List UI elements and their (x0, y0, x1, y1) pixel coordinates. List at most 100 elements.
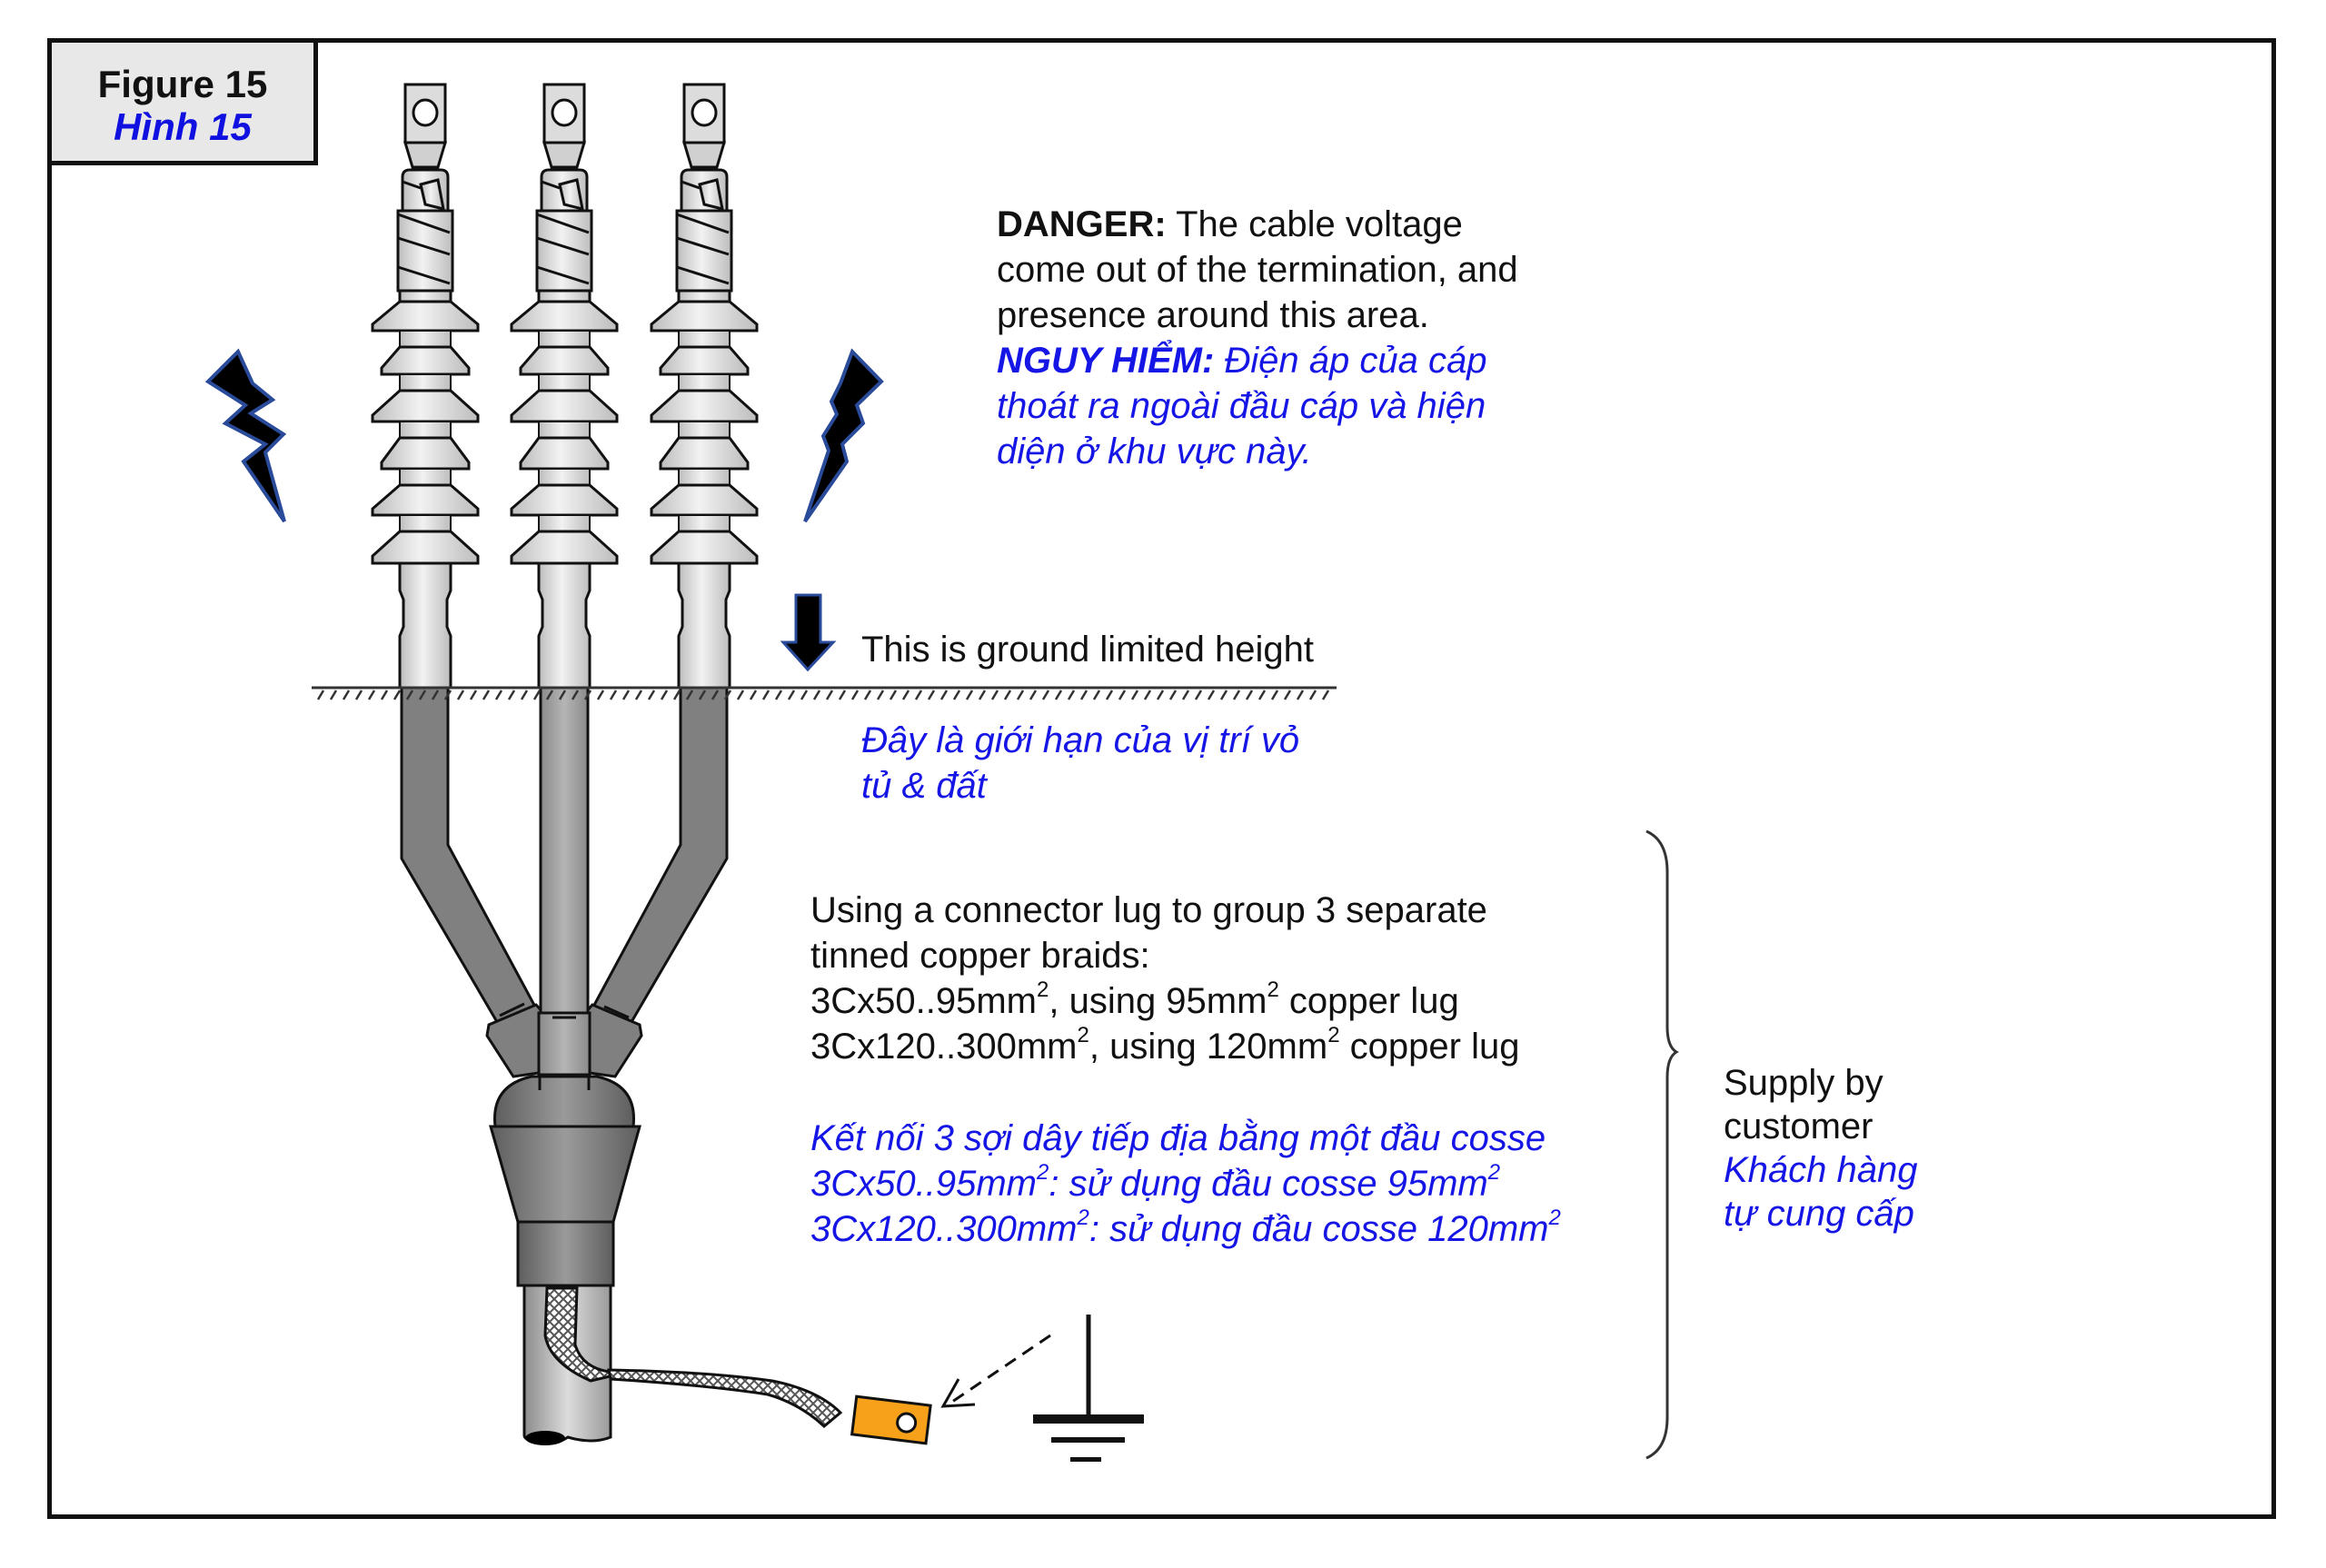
ground-hatch-mark (1283, 690, 1292, 700)
ground-hatch-mark (354, 690, 363, 700)
earth-braid-tail (607, 1368, 843, 1428)
supply-line: Supply by (1724, 1063, 1884, 1103)
ground-hatch-mark (596, 690, 605, 700)
phase-termination-middle (510, 83, 619, 690)
ground-hatch-mark (494, 690, 503, 700)
ground-hatch-mark (736, 690, 745, 700)
connector-note: Using a connector lug to group 3 separat… (810, 888, 1519, 1069)
ground-hatch-mark (507, 690, 516, 700)
ground-hatch-mark (761, 690, 770, 700)
ground-hatch-mark (1156, 690, 1165, 700)
danger-line-vi: diện ở khu vực này. (997, 432, 1312, 471)
connector-line: tinned copper braids: (810, 936, 1150, 976)
ground-hatch-mark (812, 690, 821, 700)
ground-hatch-mark (749, 690, 758, 700)
supply-line-vi: tự cung cấp (1724, 1194, 1914, 1234)
ground-hatch-mark (431, 690, 440, 700)
ground-hatch-mark (1143, 690, 1152, 700)
breakout-boot (489, 1075, 641, 1287)
ground-hatch-mark (990, 690, 999, 700)
ground-hatch-mark (532, 690, 542, 700)
ground-limit-text: This is ground limited height (861, 630, 1315, 670)
ground-hatch-mark (469, 690, 478, 700)
ground-hatch-mark (838, 690, 847, 700)
ground-hatch-mark (965, 690, 974, 700)
phase-termination-left (371, 83, 480, 690)
ground-hatch-mark (863, 690, 872, 700)
ground-hatch-mark (914, 690, 923, 700)
ground-hatch-mark (889, 690, 898, 700)
ground-hatch-mark (1029, 690, 1038, 700)
connector-spec-1: 3Cx50..95mm2, using 95mm2 copper lug (810, 977, 1459, 1021)
ground-hatch-mark (1003, 690, 1012, 700)
ground-hatch-mark (711, 690, 720, 700)
ground-hatch-mark (393, 690, 402, 700)
ground-hatch-mark (418, 690, 427, 700)
danger-line: presence around this area. (997, 295, 1429, 335)
ground-hatch-mark (405, 690, 414, 700)
ground-hatch-mark (456, 690, 465, 700)
ground-hatch-mark (545, 690, 554, 700)
ground-hatch-mark (1130, 690, 1139, 700)
danger-line-vi: thoát ra ngoài đầu cáp và hiện (997, 386, 1486, 426)
ground-hatch-mark (787, 690, 796, 700)
danger-title-vi: NGUY HIỂM: (997, 341, 1215, 381)
ground-hatch-mark (443, 690, 452, 700)
connector-line: Using a connector lug to group 3 separat… (810, 890, 1487, 930)
ground-hatch-mark (901, 690, 910, 700)
ground-hatch-mark (1270, 690, 1279, 700)
ground-hatch-mark (482, 690, 491, 700)
lightning-bolt-right-icon (803, 348, 884, 523)
ground-hatch-mark (316, 690, 325, 700)
ground-hatch-mark (850, 690, 860, 700)
ground-limit-line-vi: Đây là giới hạn của vị trí vỏ (861, 720, 1300, 760)
connector-note-vi: Kết nối 3 sợi dây tiếp địa bằng một đầu … (810, 1116, 1561, 1252)
connector-spec-1-vi: 3Cx50..95mm2: sử dụng đầu cosse 95mm2 (810, 1159, 1501, 1204)
ground-hatch-mark (1054, 690, 1063, 700)
ground-hatch-mark (825, 690, 834, 700)
danger-line: The cable voltage (1176, 204, 1463, 244)
ground-hatch-mark (329, 690, 338, 700)
ground-hatch-mark (380, 690, 389, 700)
ground-hatch-mark (571, 690, 580, 700)
ground-hatch-mark (1207, 690, 1216, 700)
connector-line-vi: Kết nối 3 sợi dây tiếp địa bằng một đầu … (810, 1118, 1546, 1158)
ground-hatch-mark (1016, 690, 1025, 700)
ground-hatch-mark (583, 690, 592, 700)
danger-line-vi: Điện áp của cáp (1224, 341, 1487, 381)
ground-hatch-mark (1308, 690, 1317, 700)
ground-limit-text-vi: Đây là giới hạn của vị trí vỏ tủ & đất (861, 718, 1299, 809)
ground-hatch-mark (367, 690, 376, 700)
ground-hatch-mark (1168, 690, 1178, 700)
middle-phase-cable (537, 686, 591, 1077)
ground-limit-line (312, 686, 1337, 700)
ground-hatch-mark (1296, 690, 1305, 700)
figure-label-vi: Hình 15 (114, 105, 252, 148)
ground-hatch-mark (1321, 690, 1330, 700)
danger-note: DANGER: The cable voltage come out of th… (997, 202, 1518, 474)
ground-hatch-mark (927, 690, 936, 700)
right-phase-cable (582, 686, 729, 1078)
ground-hatch-mark (558, 690, 567, 700)
ground-hatch-mark (609, 690, 618, 700)
supply-line: customer (1724, 1107, 1874, 1146)
ground-hatch-mark (672, 690, 681, 700)
left-phase-cable (400, 686, 547, 1078)
danger-line: come out of the termination, and (997, 250, 1518, 290)
ground-limit-line-vi: tủ & đất (861, 766, 987, 806)
figure-label: Figure 15 Hình 15 (47, 38, 318, 165)
copper-lug-icon (850, 1394, 932, 1445)
figure-label-en: Figure 15 (97, 63, 268, 105)
ground-hatch-mark (1092, 690, 1101, 700)
ground-hatch-mark (520, 690, 529, 700)
ground-hatch-mark (660, 690, 669, 700)
ground-hatch-mark (698, 690, 707, 700)
connector-spec-2-vi: 3Cx120..300mm2: sử dụng đầu cosse 120mm2 (810, 1205, 1561, 1249)
ground-hatch-mark (1041, 690, 1050, 700)
ground-hatch-mark (800, 690, 809, 700)
ground-hatch-mark (774, 690, 783, 700)
ground-hatch-mark (1219, 690, 1228, 700)
ground-hatch-mark (939, 690, 949, 700)
down-arrow-icon (780, 593, 837, 672)
